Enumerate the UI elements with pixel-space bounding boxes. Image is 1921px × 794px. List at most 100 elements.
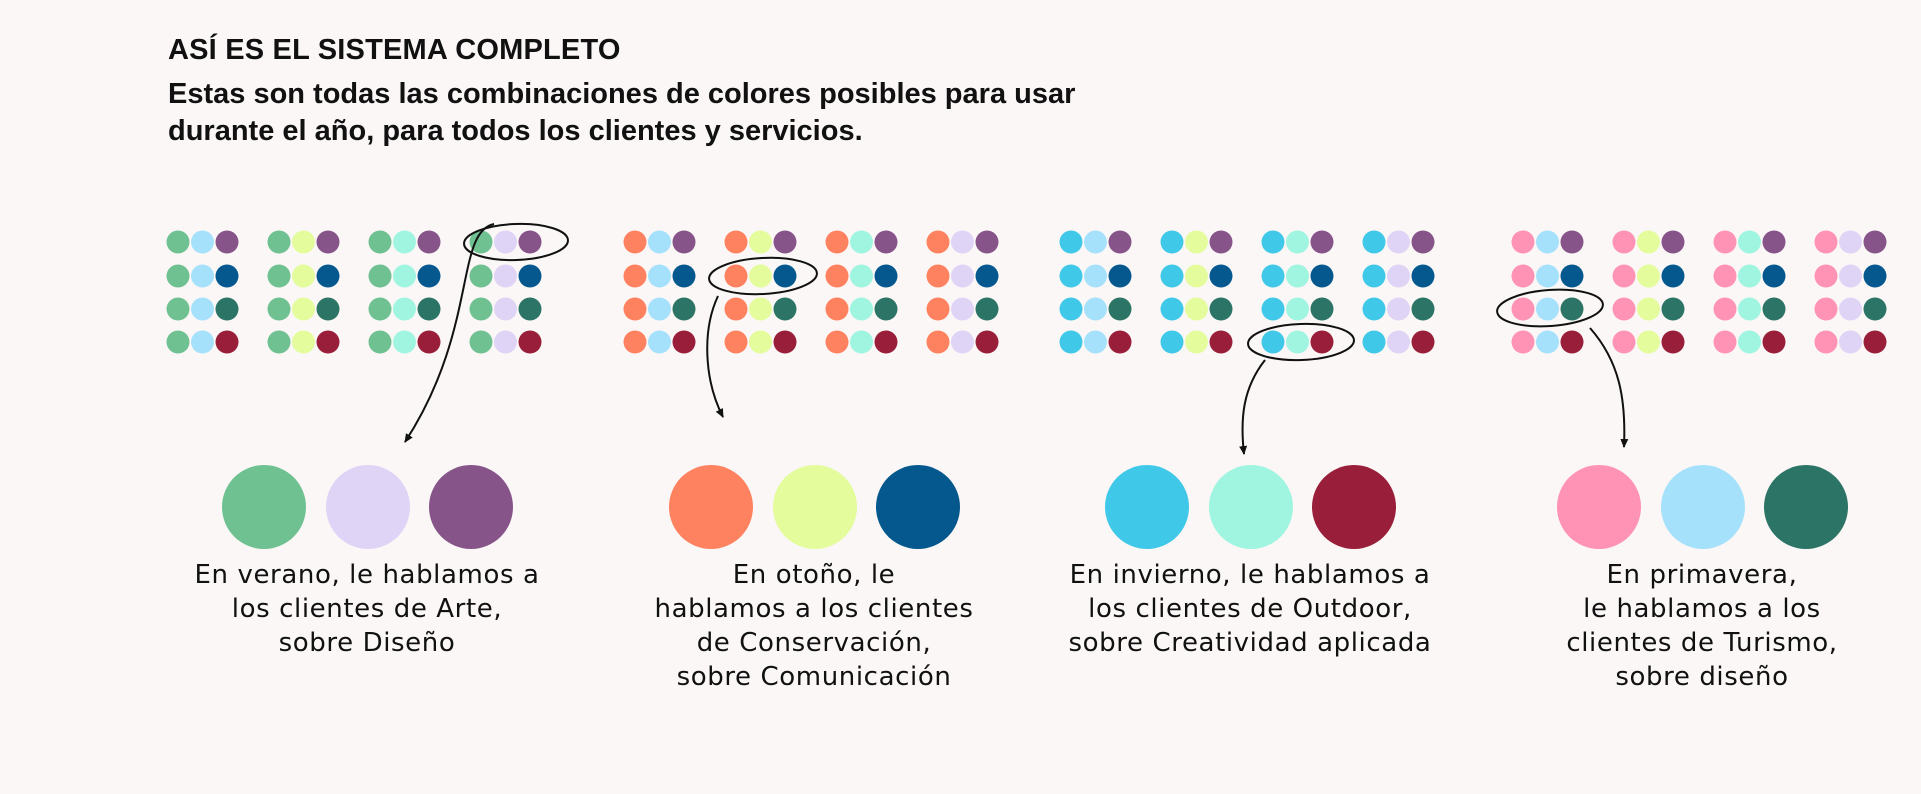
swatch-dot [1764,465,1848,549]
swatch-dot [669,465,753,549]
combination-dot [368,330,392,354]
combination-dot [1661,264,1685,288]
combination-dot [292,297,315,321]
combination-dot [316,264,340,288]
combination-dot [1839,297,1862,321]
combination-dot [1511,330,1535,354]
combination-dot [1661,230,1685,254]
combination-dot [1661,297,1685,321]
combination-dot [494,330,517,354]
caption-otono: En otoño, le hablamos a los clientes de … [654,560,974,692]
combination-dot [1108,330,1132,354]
combination-dot [724,264,748,288]
combination-dot [292,230,315,254]
combination-dot [975,230,999,254]
combination-dot [393,297,416,321]
caption-invierno: En invierno, le hablamos a los clientes … [1068,560,1432,658]
combination-dot [874,230,898,254]
combination-dot [215,330,239,354]
combination-dot [1637,330,1660,354]
combination-dot [518,330,542,354]
combination-dot [1059,330,1083,354]
arrow-verano [404,223,495,443]
combination-dot [951,330,974,354]
combination-dot [672,297,696,321]
combination-dot [417,297,441,321]
combination-dot [518,230,542,254]
combination-dot [749,330,772,354]
combination-dot [926,230,950,254]
combination-dot [951,264,974,288]
combination-dot [926,330,950,354]
season-swatches-verano [222,465,513,549]
combination-dot [166,330,190,354]
combination-dot [825,230,849,254]
combination-dot [1411,297,1435,321]
combination-dot [975,330,999,354]
combination-dot [1387,330,1410,354]
combination-dot [1536,297,1559,321]
combination-dot [393,330,416,354]
combination-dot [1814,264,1838,288]
combination-dot [292,330,315,354]
combination-dot [191,297,214,321]
combination-dot [1108,297,1132,321]
swatch-dot [1209,465,1293,549]
combination-dot [1310,264,1334,288]
combination-dot [1108,230,1132,254]
swatch-dot [429,465,513,549]
combination-dot [749,264,772,288]
combination-dot [494,297,517,321]
combination-dot [1209,230,1233,254]
combination-dot [191,230,214,254]
combination-dot [623,230,647,254]
combination-dot [850,230,873,254]
combination-dot [1814,297,1838,321]
combination-dot [825,264,849,288]
combination-dot [1839,264,1862,288]
combination-dot [1411,264,1435,288]
combination-dot [1612,330,1636,354]
combination-dot [1059,297,1083,321]
combination-dot [773,264,797,288]
combination-dot [1637,297,1660,321]
season-swatches-primavera [1557,465,1848,549]
combination-dot [1738,330,1761,354]
combination-dot [1286,297,1309,321]
combination-dot [1286,330,1309,354]
combination-dot [749,230,772,254]
combination-dot [1362,264,1386,288]
swatch-dot [1312,465,1396,549]
combination-dot [393,230,416,254]
combination-dot [1738,264,1761,288]
combination-dot [1160,330,1184,354]
arrow-otono [706,295,724,418]
combination-dot [1185,297,1208,321]
combination-dot [1839,330,1862,354]
combination-dot [672,330,696,354]
combination-dot [1185,330,1208,354]
combination-dot [267,330,291,354]
combination-dot [773,297,797,321]
combination-dot [1713,330,1737,354]
combination-dot [215,297,239,321]
combination-dot [874,297,898,321]
combination-dot [874,264,898,288]
combination-dot [1814,330,1838,354]
combination-dot [316,330,340,354]
combination-dot [1160,264,1184,288]
combination-dot [1209,330,1233,354]
combination-dot [623,264,647,288]
combination-dot [672,230,696,254]
combination-dot [1762,264,1786,288]
combination-dot [1814,230,1838,254]
combination-dot [417,230,441,254]
combination-dot [1738,230,1761,254]
combination-dot [1209,264,1233,288]
combination-dot [1612,230,1636,254]
combination-dot [417,264,441,288]
combination-dot [267,297,291,321]
combination-dot [1713,230,1737,254]
combination-dot [267,264,291,288]
